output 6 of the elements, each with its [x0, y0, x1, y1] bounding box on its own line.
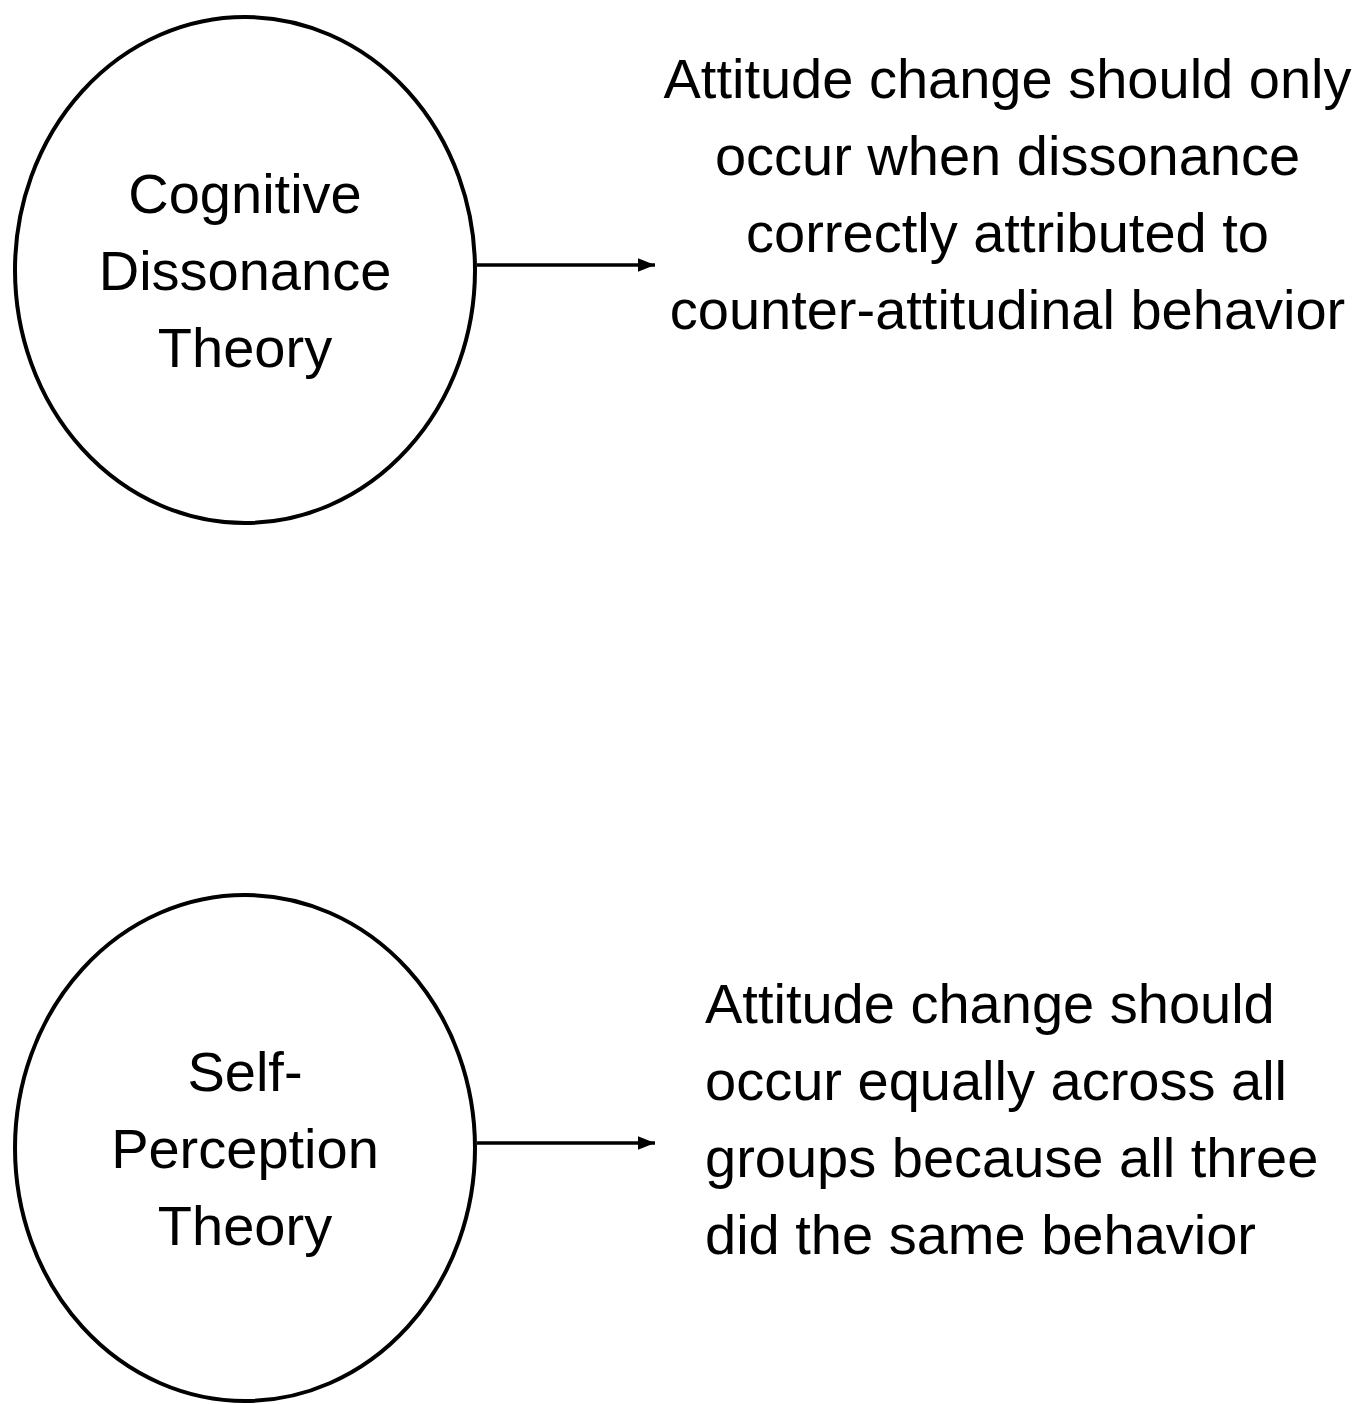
- prediction-text: Attitude change should occur equally across all groups because all three did the same behavior: [705, 971, 1320, 1268]
- theory-name: Self-Perception Theory: [110, 1038, 380, 1259]
- theory-name: Cognitive Dissonance Theory: [97, 160, 393, 381]
- arrow: [477, 258, 655, 272]
- arrow: [477, 1136, 655, 1150]
- prediction-text: Attitude change should only occur when dissonance correctly attributed to counter-attitudinal behavior: [662, 46, 1353, 343]
